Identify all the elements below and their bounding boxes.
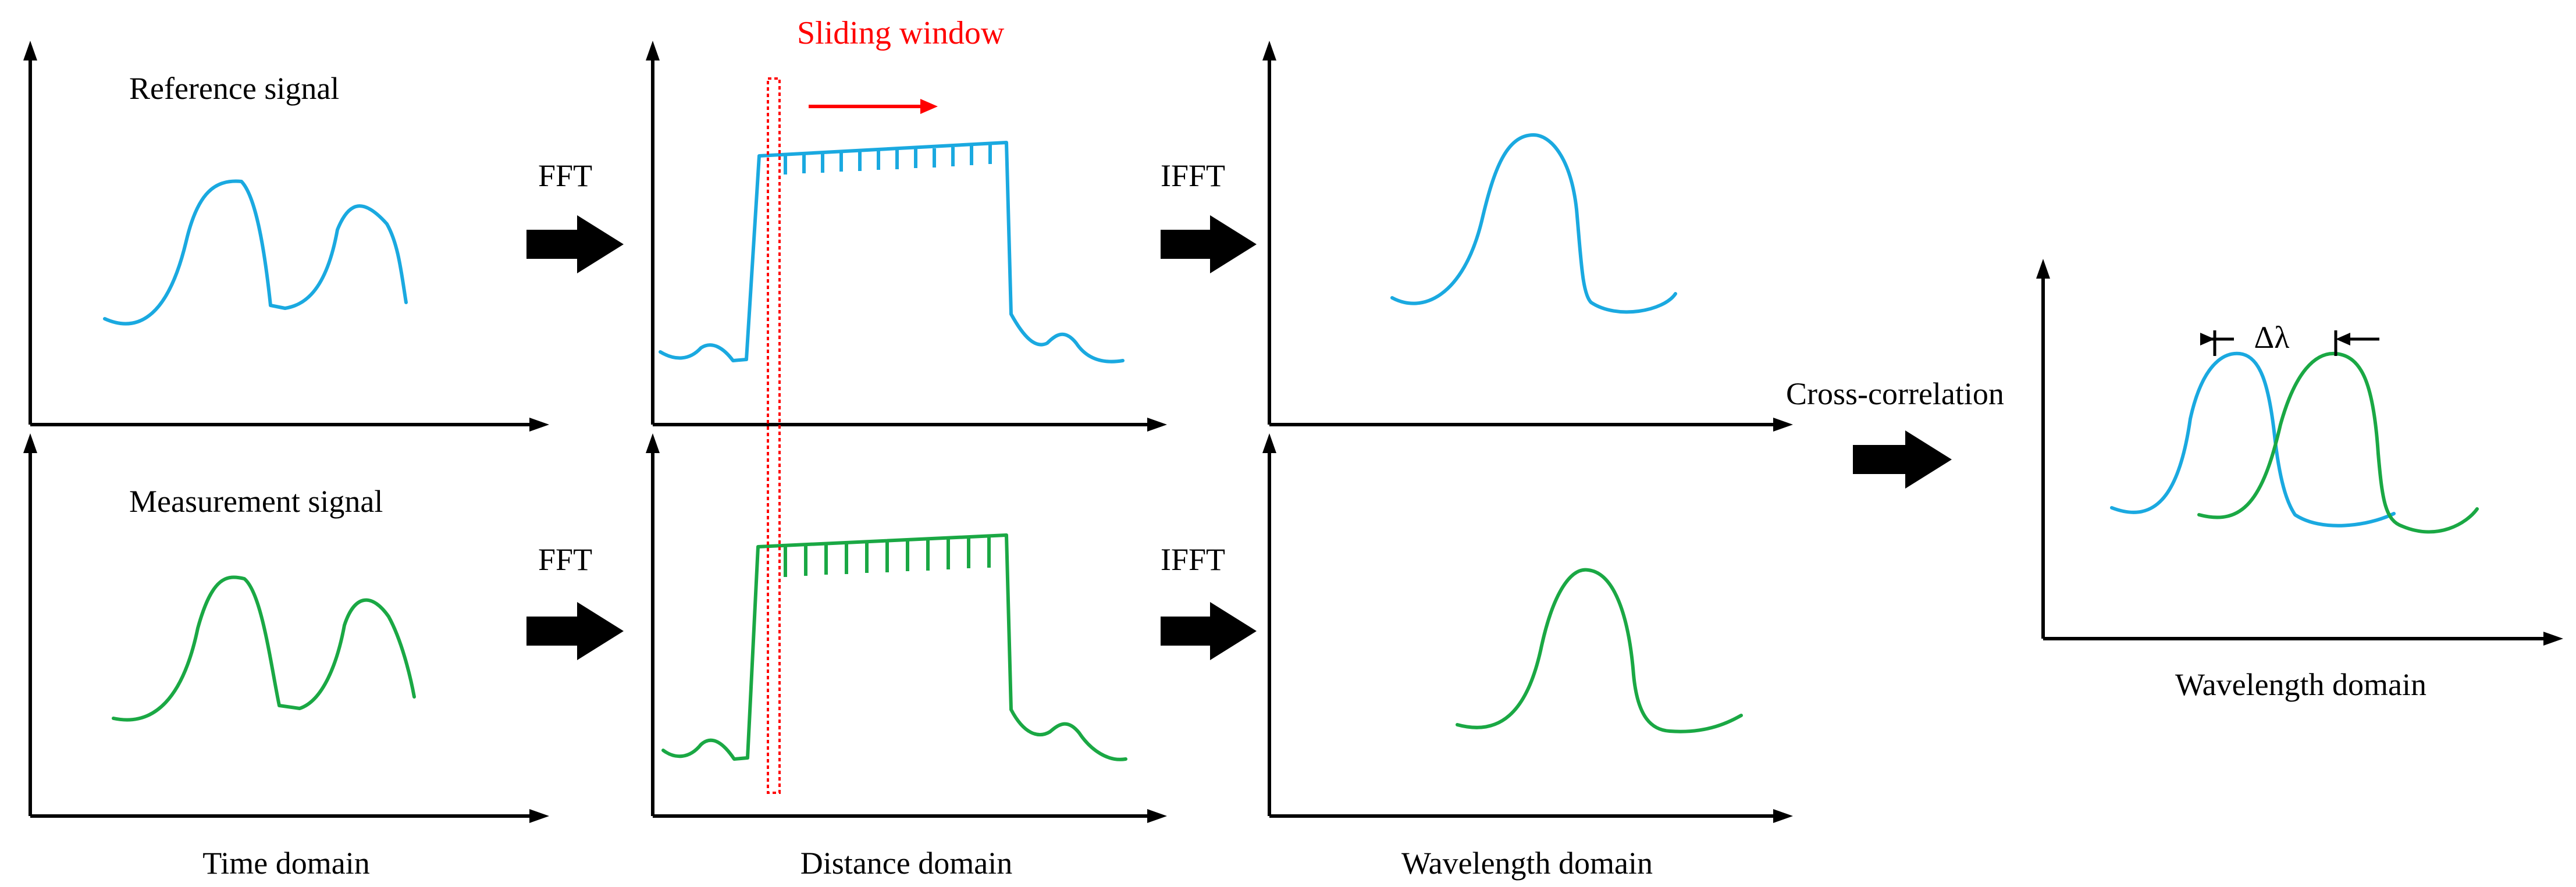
reference-distance-curve (659, 141, 1125, 364)
result-reference-curve (2110, 351, 2396, 528)
reference-time-curve (103, 179, 408, 326)
reference-signal-label: Reference signal (129, 71, 339, 106)
fft-top-label: FFT (538, 158, 592, 193)
fft-bottom-arrow (526, 602, 624, 660)
axes-time-bottom (23, 433, 549, 823)
ifft-top-arrow (1161, 215, 1257, 273)
axes-time-top (23, 41, 549, 432)
axes-wavelength-top (1262, 41, 1793, 432)
sliding-window-label: Sliding window (797, 15, 1005, 51)
reference-wavelength-curve (1390, 133, 1677, 314)
measurement-time-curve (112, 575, 416, 722)
result-measurement-curve (2197, 351, 2479, 534)
axes-distance-top (646, 41, 1167, 432)
fft-bottom-label: FFT (538, 542, 592, 577)
time-domain-label: Time domain (202, 846, 370, 881)
sliding-window-rect (767, 77, 781, 794)
ifft-bottom-label: IFFT (1161, 542, 1225, 577)
delta-lambda-marker (2200, 330, 2379, 356)
delta-lambda-label: Δλ (2254, 320, 2290, 355)
distance-domain-label: Distance domain (800, 846, 1012, 881)
cross-correlation-arrow (1853, 430, 1952, 489)
measurement-signal-label: Measurement signal (129, 484, 383, 519)
sliding-window-arrow (809, 99, 938, 114)
axes-distance-bottom (646, 433, 1167, 823)
measurement-wavelength-curve (1456, 568, 1743, 733)
cross-correlation-label: Cross-correlation (1786, 376, 2004, 411)
axes-wavelength-bottom (1262, 433, 1793, 823)
measurement-distance-curve (661, 533, 1127, 761)
wavelength-domain-result-label: Wavelength domain (2175, 667, 2426, 702)
fft-top-arrow (526, 215, 624, 273)
measurement-comb (784, 537, 991, 577)
reference-comb (784, 145, 992, 174)
axes-result (2036, 259, 2563, 646)
ifft-bottom-arrow (1161, 602, 1257, 660)
ifft-top-label: IFFT (1161, 158, 1225, 193)
wavelength-domain-label: Wavelength domain (1401, 846, 1653, 881)
